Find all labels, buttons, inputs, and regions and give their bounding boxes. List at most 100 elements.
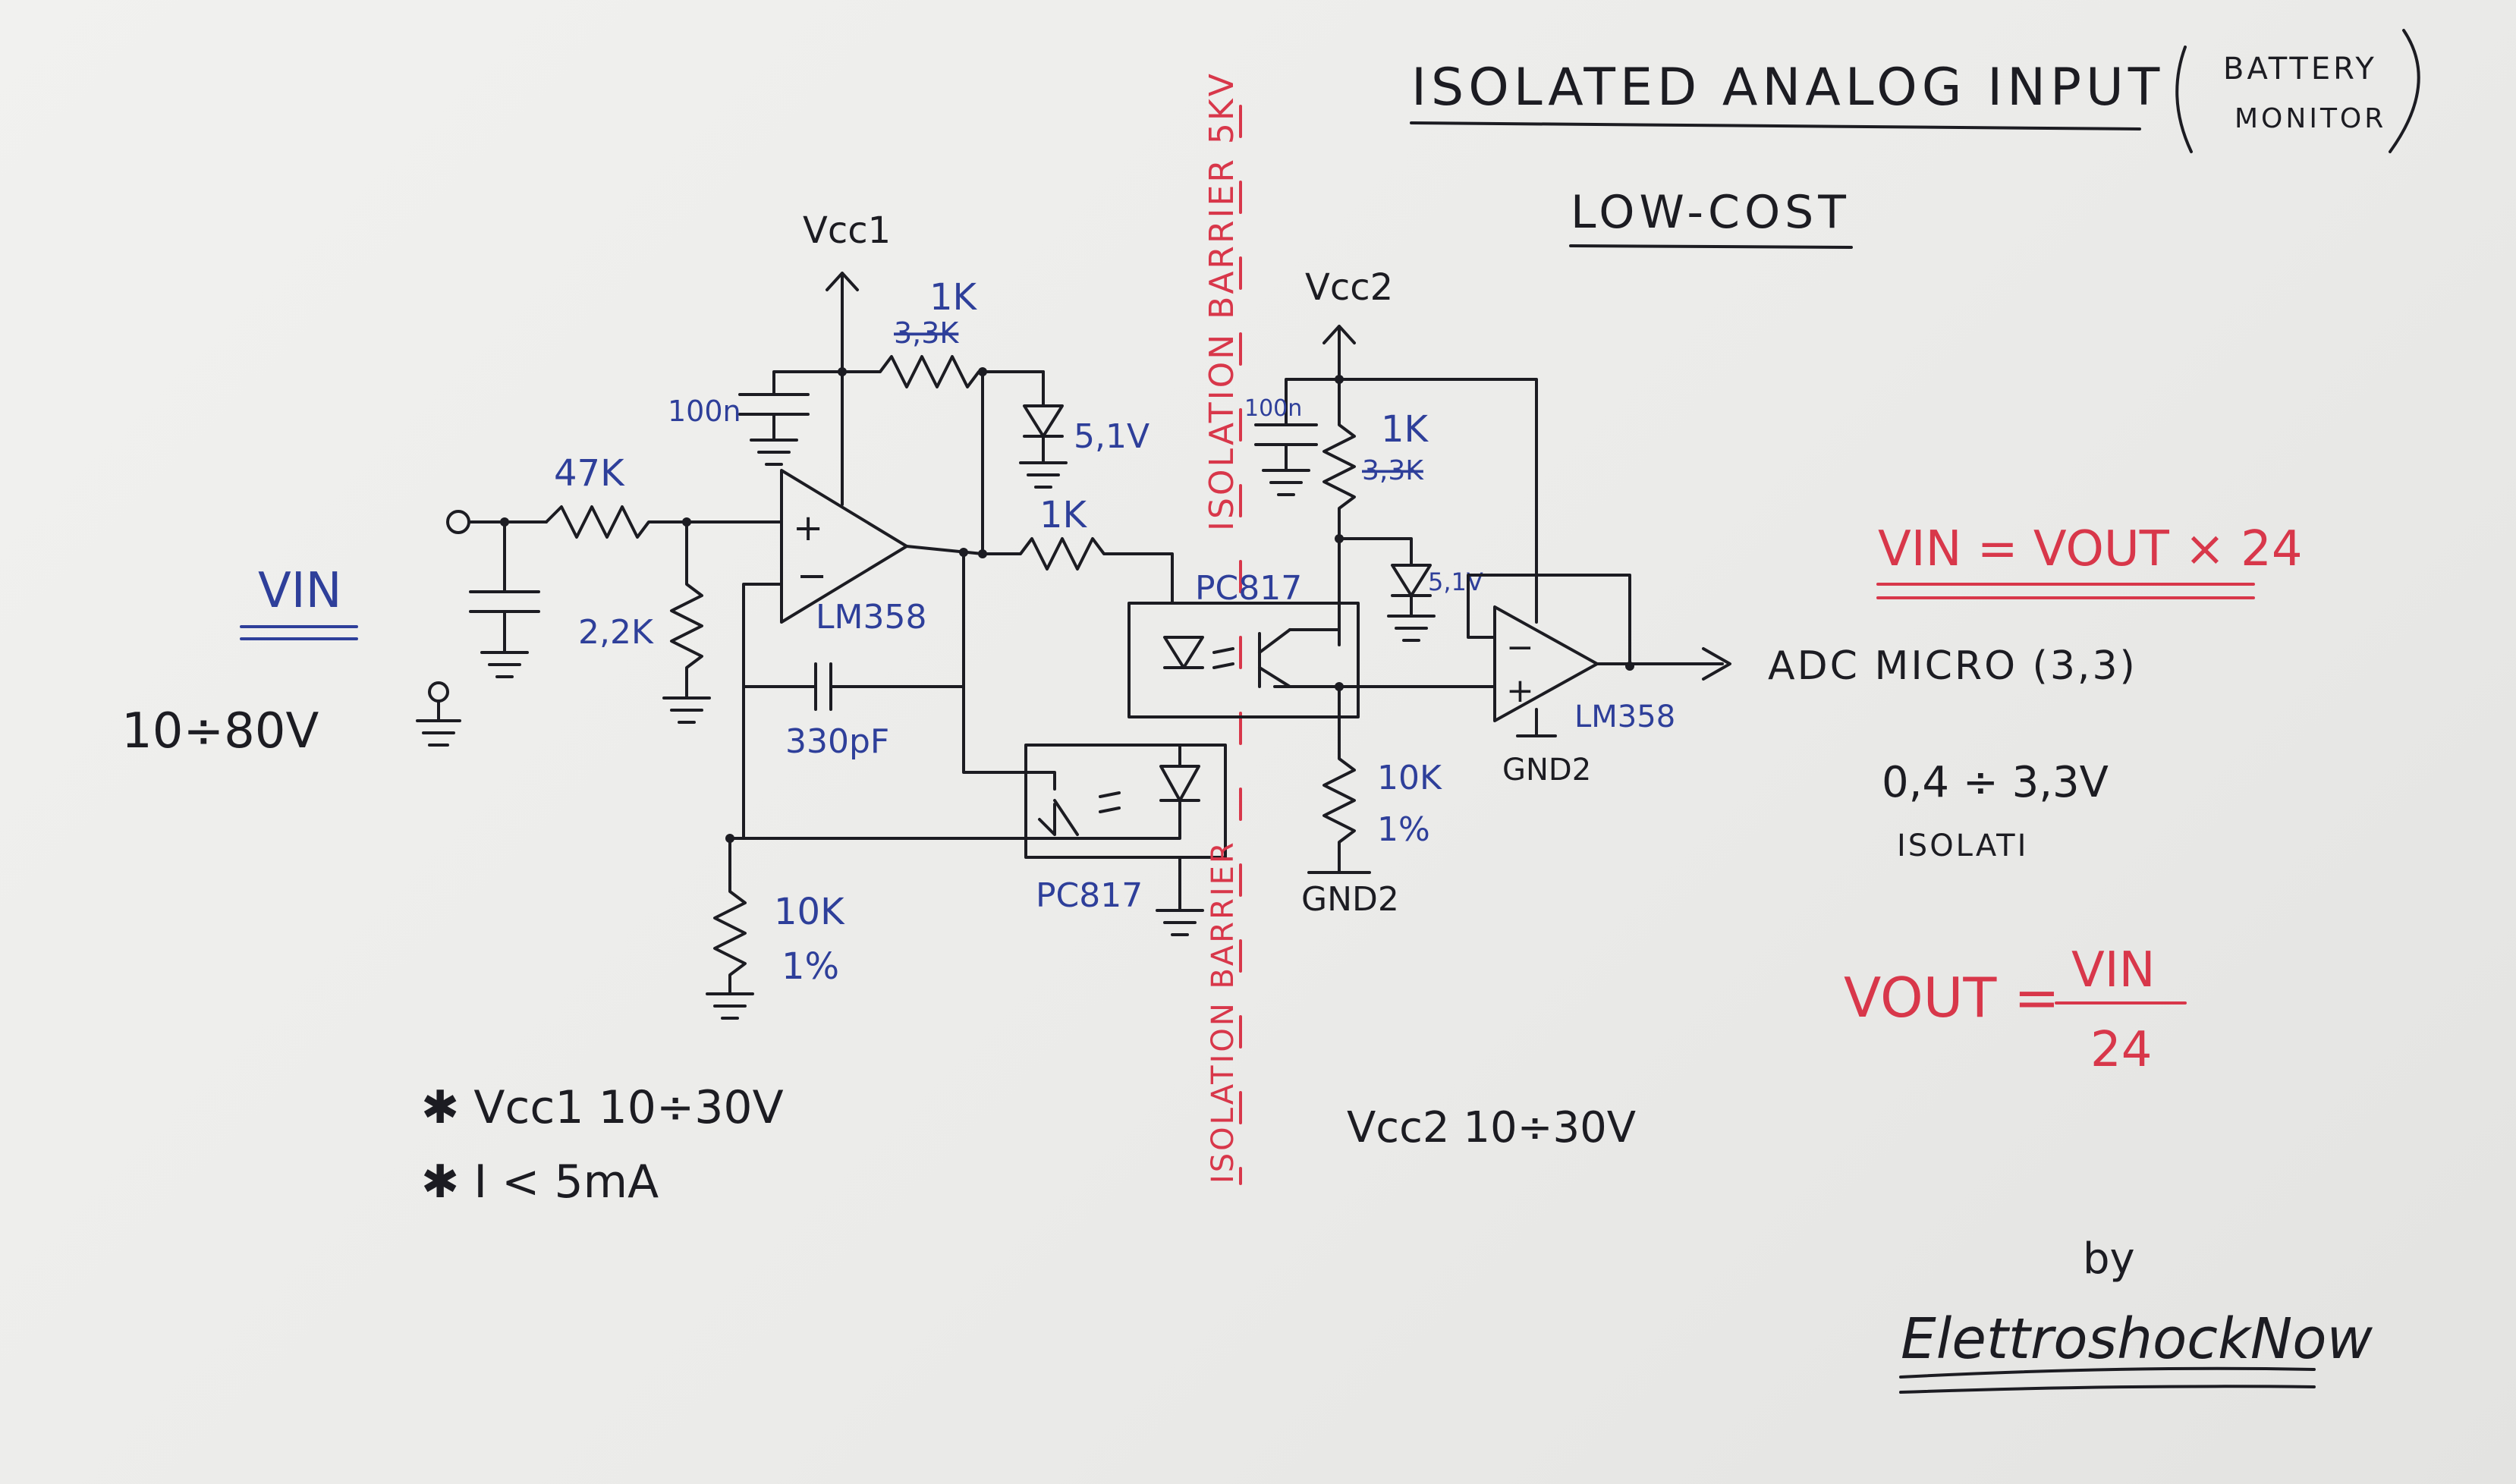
- opamp-left-output: [905, 545, 984, 555]
- label-opto-feedback: PC817: [1036, 876, 1143, 915]
- opamp-left: [780, 469, 908, 624]
- subtitle-underline: [1569, 244, 1853, 249]
- opamp-right-supply: [1516, 568, 1557, 737]
- note-vcc2: Vcc2 10÷30V: [1347, 1103, 1636, 1152]
- formula-vin: VIN = VOUT × 24: [1878, 521, 2303, 577]
- title-paren-right: [2389, 29, 2420, 153]
- resistor-1k-vcc1: [841, 355, 988, 388]
- ground-symbol: [416, 700, 461, 747]
- signature-by: by: [2083, 1234, 2135, 1284]
- ground-symbol: [480, 651, 529, 678]
- vcc2-arrow: [1322, 325, 1356, 381]
- ground-terminal: [428, 681, 449, 703]
- label-opamp-left: LM358: [816, 598, 926, 637]
- formulas: VIN = VOUT × 24 VOUT = VIN 24: [1844, 521, 2303, 1078]
- label-cap-comp: 330pF: [785, 722, 889, 761]
- opamp-right: [1493, 605, 1599, 722]
- note-current: ✱ I < 5mA: [421, 1155, 659, 1209]
- opamp-right-minus: −: [1506, 628, 1534, 667]
- vin-label: VIN: [258, 563, 342, 619]
- opto-signal-led: [1163, 636, 1204, 669]
- label-output: ADC MICRO (3,3): [1768, 643, 2137, 689]
- input-section: VIN 10÷80V 47K 2,2K: [121, 452, 760, 759]
- label-opamp-right: LM358: [1574, 700, 1675, 734]
- left-section: + − LM358 Vcc1 100n 1K 3,3K 5,1V 1K 330p…: [668, 209, 1227, 1020]
- formula-vin-underline: [1876, 583, 2255, 599]
- right-section: Vcc2 100n 1K 3,3K 5,1V PC817 10K 1% GND2…: [1127, 266, 2137, 919]
- input-terminal: [446, 510, 470, 534]
- bypass-cap-right: [1254, 378, 1341, 496]
- label-r-feedback-old: 3,3K: [894, 316, 959, 350]
- follower-feedback: [1467, 574, 1631, 669]
- resistor-2k2: [670, 520, 703, 700]
- output-node: [1625, 662, 1634, 671]
- label-gnd2: GND2: [1301, 880, 1399, 919]
- ground-symbol: [1156, 856, 1204, 936]
- title-underline: [1410, 121, 2141, 130]
- label-r-sense-value: 10K: [774, 891, 845, 933]
- label-output-range: 0,4 ÷ 3,3V: [1882, 758, 2109, 807]
- formula-vout-numerator: VIN: [2071, 942, 2156, 998]
- wire: [728, 799, 1181, 840]
- label-r-load-value: 10K: [1377, 759, 1442, 797]
- notes: ✱ Vcc1 10÷30V ✱ I < 5mA Vcc2 10÷30V: [421, 1081, 1636, 1209]
- ground-symbol: [662, 696, 711, 724]
- vin-underline: [240, 625, 358, 640]
- title-main: ISOLATED ANALOG INPUT: [1411, 58, 2164, 118]
- label-zener-left: 5,1V: [1074, 417, 1149, 456]
- label-cap-bypass-left: 100n: [668, 395, 741, 428]
- label-cap-bypass-right: 100n: [1244, 395, 1302, 422]
- label-r-pullup-old: 3,3K: [1362, 455, 1424, 486]
- resistor-10k-load: [1307, 685, 1371, 874]
- resistor-1k-pullup: [1322, 378, 1356, 646]
- label-opto-signal: PC817: [1195, 569, 1302, 608]
- opto-feedback-light: [1099, 791, 1121, 813]
- label-r-led: 1K: [1039, 494, 1088, 536]
- wire: [742, 583, 783, 840]
- opamp-right-plus: +: [1506, 671, 1534, 710]
- label-r-sense-tol: 1%: [782, 945, 839, 988]
- vin-range: 10÷80V: [121, 703, 319, 759]
- compensation-cap: [742, 551, 965, 711]
- signature-underline: [1899, 1366, 2316, 1394]
- resistor-10k-sense: [706, 837, 754, 1020]
- label-r-feedback-new: 1K: [929, 276, 978, 319]
- opto-signal-light: [1212, 647, 1234, 669]
- bypass-cap-left: [738, 370, 844, 466]
- barrier-bottom-label: ISOLATION BARRIER: [1206, 840, 1241, 1184]
- opamp-left-plus: +: [793, 507, 823, 549]
- formula-vout-lhs: VOUT =: [1844, 966, 2060, 1030]
- vcc2-rail: [1338, 378, 1538, 571]
- note-vcc1: ✱ Vcc1 10÷30V: [421, 1081, 784, 1134]
- optocoupler-signal: [1127, 602, 1360, 718]
- barrier-top-label: ISOLATION BARRIER 5KV: [1203, 71, 1241, 531]
- isolation-barrier: ISOLATION BARRIER 5KV ISOLATION BARRIER: [1203, 71, 1242, 1185]
- title-block: ISOLATED ANALOG INPUT BATTERY MONITOR LO…: [1410, 29, 2420, 249]
- label-vcc2: Vcc2: [1305, 266, 1393, 309]
- zener-left: [1019, 370, 1068, 489]
- label-vcc1: Vcc1: [803, 209, 891, 252]
- resistor-1k-led: [981, 537, 1174, 605]
- label-opamp-gnd: GND2: [1502, 753, 1591, 788]
- title-note-line2: MONITOR: [2235, 103, 2386, 134]
- wire: [1288, 628, 1341, 688]
- opamp-right-output: [1596, 647, 1731, 681]
- label-zener-right: 5,1V: [1428, 568, 1483, 596]
- optocoupler-feedback: [1024, 744, 1227, 859]
- label-r-divider: 2,2K: [578, 613, 654, 652]
- label-output-note: ISOLATI: [1897, 828, 2028, 863]
- opto-feedback-led: [1159, 765, 1200, 802]
- formula-vout-denominator: 24: [2090, 1022, 2152, 1078]
- signature: by ElettroshockNow: [1899, 1234, 2373, 1394]
- signature-name: ElettroshockNow: [1901, 1306, 2373, 1372]
- input-filter-cap: [469, 520, 540, 654]
- title-paren-left: [2175, 46, 2193, 153]
- subtitle: LOW-COST: [1571, 186, 1851, 239]
- resistor-47k: [545, 505, 760, 539]
- zener-right: [1338, 537, 1436, 642]
- vcc1-rail: [826, 272, 859, 506]
- label-r-load-tol: 1%: [1377, 810, 1430, 849]
- label-r-input: 47K: [554, 452, 625, 495]
